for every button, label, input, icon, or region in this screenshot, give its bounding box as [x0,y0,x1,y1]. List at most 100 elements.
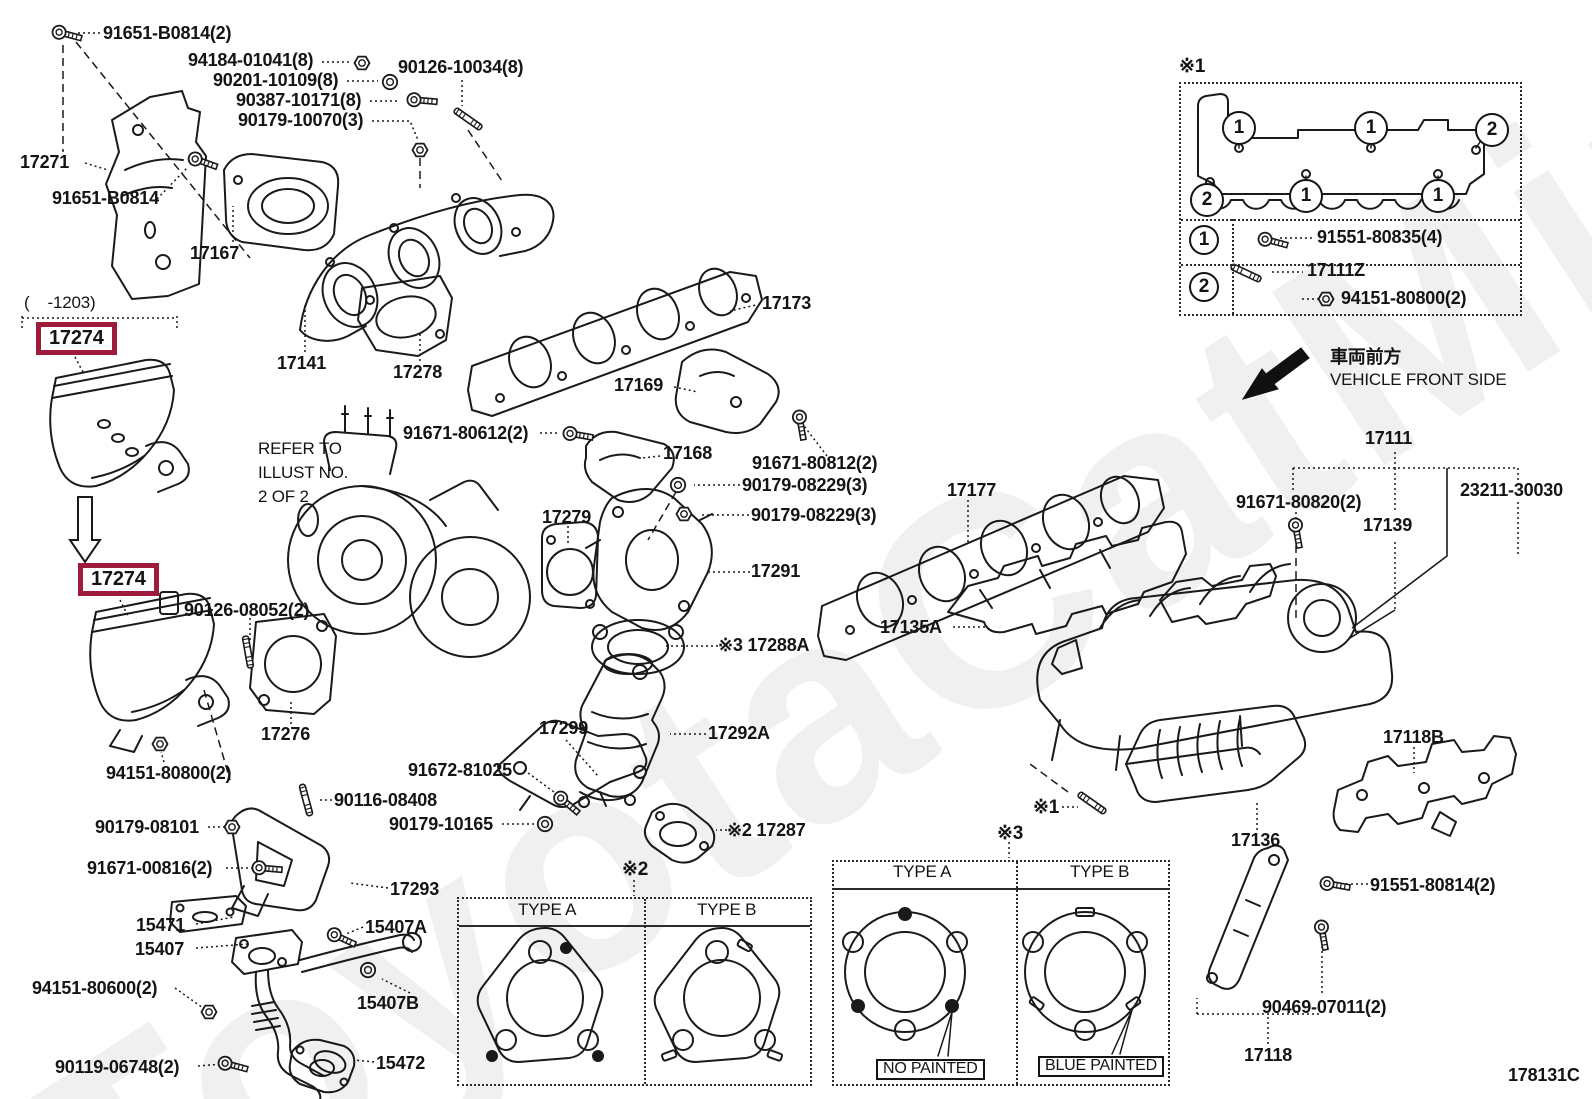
type2-gasket-b-drawing [653,927,784,1063]
selected-part-number[interactable]: 17274 [36,322,117,355]
part-number-label: 90179-08229(3) [751,505,877,525]
part-number-label: 90179-08229(3) [742,475,868,495]
part-number-label: 17292A [708,723,770,743]
solid-leaders [1349,468,1448,639]
bracket-17299-drawing [497,719,648,811]
insulator-17135a-drawing [947,520,1187,635]
callout-badge: 1 [1289,179,1323,213]
part-number-label: 94184-01041(8) [188,50,314,70]
caption-label: TYPE A [518,900,577,919]
reference-marker: ※3 [997,823,1024,844]
turbocharger-drawing [287,405,531,658]
replacement-flow-arrow [68,496,102,564]
annotation-note: ( -1203) [24,293,96,312]
part-number-label: 91551-80835(4) [1317,227,1443,247]
part-number-label: 90119-06748(2) [55,1057,180,1077]
type2-panel [457,897,812,1086]
ref1-panel [1179,82,1522,316]
stay-17118-drawing [1206,844,1289,990]
part-number-label: 15407B [357,993,419,1013]
bracket-17293-drawing [230,807,331,917]
turbine-outlet-17291-drawing [585,488,713,631]
part-number-label: 17279 [542,507,592,527]
air-inlet-17274-upper-drawing [49,358,190,493]
projection-lines [62,41,1297,793]
part-number-label: 17278 [393,362,443,382]
part-number-label: 90126-10034(8) [398,57,524,77]
part-number-label: 90179-08101 [95,817,199,837]
insulator-17169-drawing [674,348,780,434]
part-number-label: 178131C [1508,1065,1580,1085]
type3-gasket-a-drawing [842,907,968,1057]
caption-label: VEHICLE FRONT SIDE [1330,370,1507,389]
gasket-17276-drawing [249,613,337,715]
part-number-label: 17177 [947,480,997,500]
ref1-panel-table-divider [1181,219,1520,221]
intake-gasket-17177-drawing [817,475,1165,661]
type3-col-divider [1016,862,1018,1084]
part-number-label: 17139 [1363,515,1413,535]
ref1-panel-col-divider [1232,219,1234,314]
annotation-note: ILLUST NO. [258,463,349,482]
intake-manifold-drawing [1036,563,1394,771]
part-number-label: 17141 [277,353,327,373]
part-number-label: 17276 [261,724,311,744]
paint-note-label: BLUE PAINTED [1038,1056,1164,1077]
part-number-label: 94151-80800(2) [1341,288,1467,308]
type2-col-divider [644,899,646,1084]
leader-lines [21,32,1519,1067]
type2-header-divider [459,925,810,927]
gasket-17288a-drawing [591,619,685,680]
part-number-label: 15472 [376,1053,426,1073]
part-number-label: 90126-08052(2) [184,600,310,620]
part-number-label: 91651-B0814(2) [103,23,232,43]
part-number-label: ※3 17288A [718,635,810,655]
part-number-label: 23211-30030 [1460,480,1563,500]
part-number-label: 17299 [539,718,589,738]
part-number-label: 17136 [1231,830,1281,850]
paint-note-label: NO PAINTED [876,1059,985,1080]
reference-marker: ※2 [622,859,649,880]
part-number-label: 90179-10165 [389,814,493,834]
ref1-panel-row-divider [1181,264,1520,266]
converter-17292a-drawing [574,653,666,808]
part-number-label: 17118B [1383,727,1444,747]
part-number-label: 91551-80814(2) [1370,875,1496,895]
type3-header-divider [834,888,1168,890]
annotation-note: REFER TO [258,439,342,458]
part-number-label: 90469-07011(2) [1262,997,1387,1017]
caption-label: TYPE A [893,862,952,881]
reference-marker: ※1 [1179,56,1206,77]
exhaust-manifold-17141-drawing [299,193,555,342]
part-number-label: 15407 [135,939,185,959]
part-number-label: 17135A [880,617,942,637]
part-number-label: 91671-00816(2) [87,858,213,878]
type3-gasket-b-drawing [1022,907,1148,1055]
part-number-label: 91671-80612(2) [403,423,529,443]
heat-shield-17167-drawing [223,153,340,252]
part-number-label: 94151-80800(2) [106,763,232,783]
callout-badge: 1 [1222,111,1256,145]
type3-panel [832,860,1170,1086]
callout-badge: 2 [1475,113,1509,147]
part-number-label: 17111 [1365,428,1413,448]
gasket-15472-drawing [288,1038,356,1094]
part-number-label: 17173 [762,293,812,313]
part-number-label: 94151-80600(2) [32,978,158,998]
selected-part-number[interactable]: 17274 [78,563,159,596]
part-number-label: 17169 [614,375,664,395]
vehicle-front-arrow [1241,347,1310,400]
part-number-label: 17118 [1244,1045,1293,1065]
gasket-17278-drawing [357,275,453,357]
part-number-label: 90201-10109(8) [213,70,339,90]
callout-badge: 1 [1354,111,1388,145]
part-number-label: 90116-08408 [334,790,437,810]
callout-badge: 2 [1189,272,1219,302]
part-number-label: 90179-10070(3) [238,110,364,130]
part-number-label: 17271 [20,152,70,172]
gasket-17173-drawing [467,267,763,417]
part-number-label: 15407A [365,917,427,937]
callout-badge: 1 [1189,225,1219,255]
